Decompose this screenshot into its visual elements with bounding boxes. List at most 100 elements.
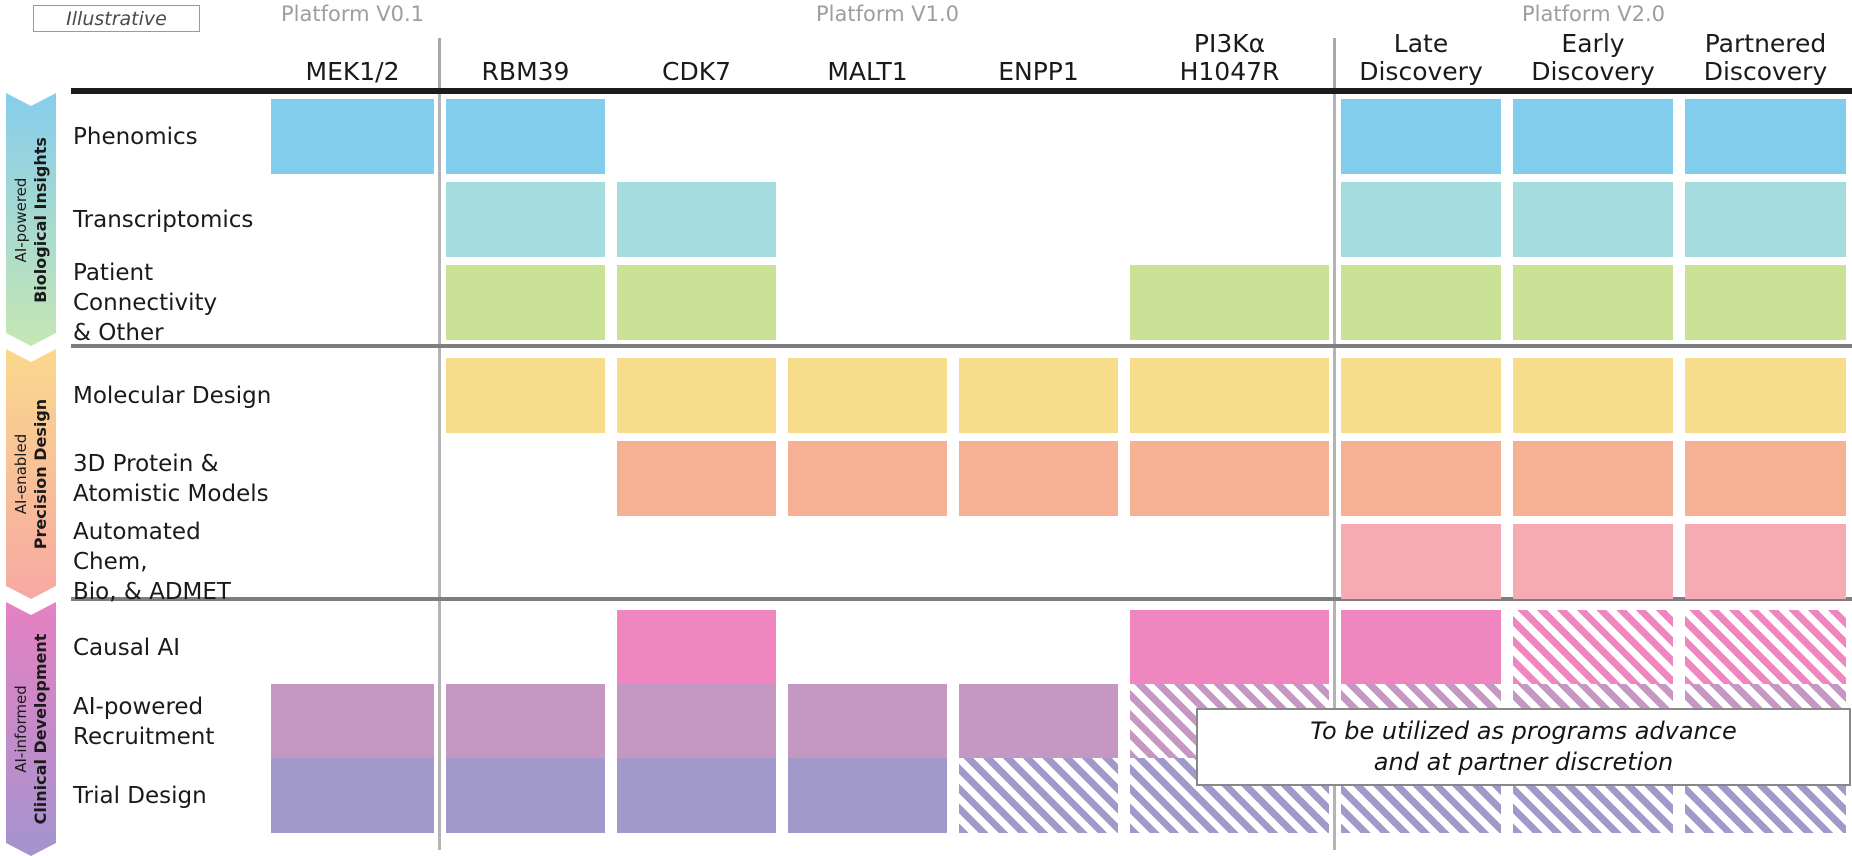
matrix-cell-protein-models-partnered <box>1685 441 1846 516</box>
matrix-cell-recruitment-rbm39 <box>446 684 605 759</box>
section-band-label-clinical-development-line1: AI-informed <box>12 685 30 773</box>
matrix-cell-protein-models-pi3k <box>1130 441 1329 516</box>
matrix-cell-recruitment-malt1 <box>788 684 947 759</box>
section-rule-2 <box>71 597 1852 601</box>
matrix-cell-transcriptomics-late <box>1341 182 1501 257</box>
row-label-patient-conn: Patient Connectivity & Other <box>73 259 218 346</box>
header-separator-after-pi3k <box>1333 38 1336 90</box>
matrix-cell-recruitment-enpp1 <box>959 684 1118 759</box>
matrix-cell-patient-conn-late <box>1341 265 1501 340</box>
callout-line-2: and at partner discretion <box>1373 748 1674 776</box>
matrix-cell-molecular-design-malt1 <box>788 358 947 433</box>
column-header-late-line2: Discovery <box>1359 57 1483 86</box>
column-header-early-line2: Discovery <box>1531 57 1655 86</box>
column-header-pi3k-line1: PI3Kα <box>1193 29 1266 58</box>
matrix-cell-automated-chem-partnered <box>1685 524 1846 599</box>
callout-note: To be utilized as programs advance and a… <box>1196 708 1851 786</box>
header-rule <box>71 88 1852 94</box>
matrix-cell-transcriptomics-early <box>1513 182 1673 257</box>
platform-group-caption-1: Platform V0.1 <box>280 2 424 26</box>
matrix-cell-trial-design-malt1 <box>788 758 947 833</box>
section-band-label-precision-design-line1: AI-enabled <box>12 433 30 515</box>
matrix-cell-transcriptomics-rbm39 <box>446 182 605 257</box>
matrix-cell-recruitment-cdk7 <box>617 684 776 759</box>
column-header-malt1: MALT1 <box>782 36 953 88</box>
section-band-shape-clinical-development <box>6 602 56 856</box>
matrix-cell-transcriptomics-cdk7 <box>617 182 776 257</box>
matrix-cell-patient-conn-cdk7 <box>617 265 776 340</box>
matrix-cell-trial-design-cdk7 <box>617 758 776 833</box>
section-band-label-clinical-development-line2: Clinical Development <box>31 633 50 825</box>
section-band-label-precision-design-line2: Precision Design <box>31 398 50 550</box>
grid-separator-after-mek <box>438 94 441 850</box>
column-header-rbm39-line1: RBM39 <box>481 57 570 86</box>
matrix-cell-causal-ai-early <box>1513 610 1673 685</box>
matrix-cell-trial-design-rbm39 <box>446 758 605 833</box>
column-header-cdk7-line1: CDK7 <box>661 57 731 86</box>
matrix-cell-automated-chem-late <box>1341 524 1501 599</box>
section-band-label-biological-insights-line1: AI-powered <box>12 177 30 262</box>
row-label-transcriptomics: Transcriptomics <box>73 206 254 233</box>
row-label-causal-ai: Causal AI <box>73 634 181 661</box>
illustrative-badge: Illustrative <box>33 5 200 32</box>
matrix-cell-molecular-design-enpp1 <box>959 358 1118 433</box>
matrix-cell-patient-conn-early <box>1513 265 1673 340</box>
callout-line-1: To be utilized as programs advance <box>1310 717 1737 745</box>
matrix-cell-causal-ai-cdk7 <box>617 610 776 685</box>
matrix-cell-trial-design-mek <box>271 758 434 833</box>
platform-group-caption-2: Platform V1.0 <box>815 2 959 26</box>
grid-separator-after-pi3k <box>1333 94 1336 850</box>
matrix-cell-automated-chem-early <box>1513 524 1673 599</box>
matrix-cell-molecular-design-rbm39 <box>446 358 605 433</box>
section-band-shape-biological-insights <box>6 93 56 346</box>
matrix-cell-phenomics-mek <box>271 99 434 174</box>
row-label-protein-models: 3D Protein & Atomistic Models <box>73 450 269 507</box>
matrix-cell-molecular-design-cdk7 <box>617 358 776 433</box>
column-header-partnered-line1: Partnered <box>1704 29 1827 58</box>
column-header-pi3k-line2: H1047R <box>1179 57 1280 86</box>
matrix-cell-causal-ai-pi3k <box>1130 610 1329 685</box>
matrix-cell-phenomics-rbm39 <box>446 99 605 174</box>
matrix-cell-causal-ai-partnered <box>1685 610 1846 685</box>
matrix-cell-protein-models-early <box>1513 441 1673 516</box>
matrix-cell-molecular-design-partnered <box>1685 358 1846 433</box>
matrix-cell-trial-design-enpp1 <box>959 758 1118 833</box>
column-header-malt1-line1: MALT1 <box>827 57 908 86</box>
column-header-mek-line1: MEK1/2 <box>305 57 400 86</box>
section-band-shape-precision-design <box>6 349 56 599</box>
matrix-cell-protein-models-late <box>1341 441 1501 516</box>
column-header-enpp1-line1: ENPP1 <box>998 57 1079 86</box>
matrix-cell-recruitment-mek <box>271 684 434 759</box>
matrix-cell-molecular-design-late <box>1341 358 1501 433</box>
row-label-phenomics: Phenomics <box>73 123 198 150</box>
column-header-rbm39: RBM39 <box>440 36 611 88</box>
column-header-late-line1: Late <box>1393 29 1449 58</box>
matrix-cell-phenomics-partnered <box>1685 99 1846 174</box>
section-rule-1 <box>71 344 1852 348</box>
matrix-cell-patient-conn-partnered <box>1685 265 1846 340</box>
matrix-cell-phenomics-late <box>1341 99 1501 174</box>
column-header-partnered-line2: Discovery <box>1703 57 1828 86</box>
illustrative-badge-label: Illustrative <box>66 7 167 30</box>
matrix-cell-patient-conn-rbm39 <box>446 265 605 340</box>
platform-group-caption-3: Platform V2.0 <box>1521 2 1665 26</box>
column-header-early-line1: Early <box>1561 29 1625 58</box>
matrix-cell-patient-conn-pi3k <box>1130 265 1329 340</box>
matrix-cell-protein-models-cdk7 <box>617 441 776 516</box>
row-label-recruitment: AI-powered Recruitment <box>73 693 215 750</box>
matrix-cell-protein-models-enpp1 <box>959 441 1118 516</box>
section-band-label-biological-insights-line2: Biological Insights <box>31 136 50 303</box>
column-header-enpp1: ENPP1 <box>953 36 1124 88</box>
matrix-cell-molecular-design-pi3k <box>1130 358 1329 433</box>
header-separator-after-mek <box>438 38 441 90</box>
